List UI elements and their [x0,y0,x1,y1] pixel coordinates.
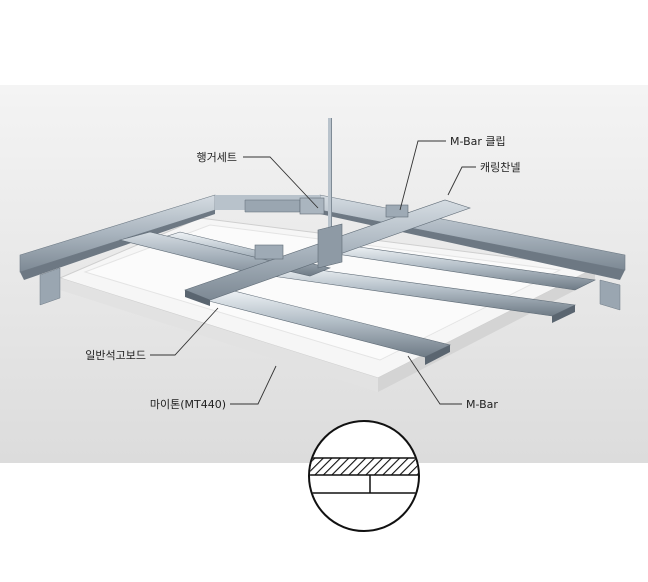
leader-lines [150,140,476,405]
label-hanger-set: 행거세트 [197,151,237,164]
hatched-layer [310,457,418,476]
label-carrying-channel: 캐링찬넬 [480,160,520,174]
label-gypsum-board: 일반석고보드 [85,348,146,362]
label-mbar: M-Bar [466,398,498,411]
label-mbar-clip: M-Bar 클립 [450,135,506,148]
label-mitone: 마이톤(MT440) [150,398,226,411]
cross-section-detail [308,420,420,532]
m-bar-clips [254,204,409,260]
hanger-set [299,118,343,269]
